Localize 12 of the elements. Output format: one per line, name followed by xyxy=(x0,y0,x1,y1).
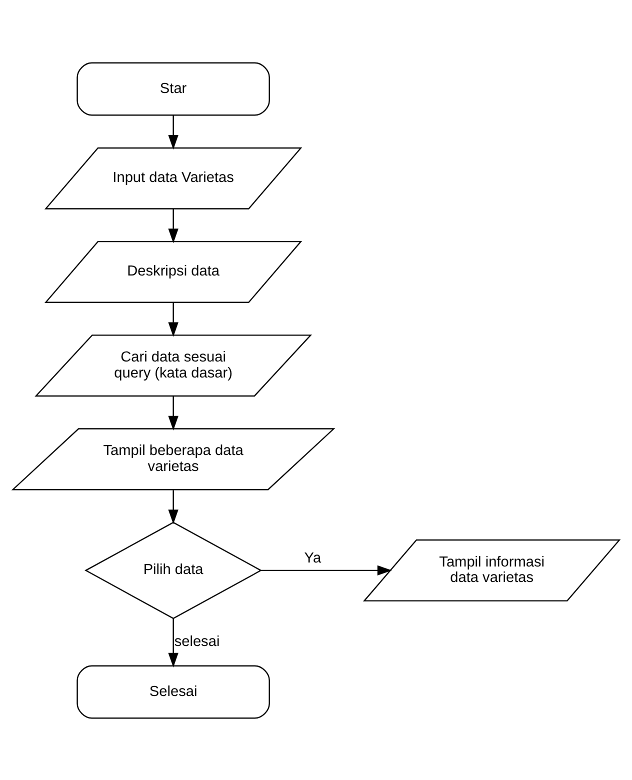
arrow xyxy=(168,302,178,336)
node-diamond: Pilih data xyxy=(84,521,262,619)
arrow xyxy=(168,208,178,243)
arrow xyxy=(261,564,392,576)
arrow xyxy=(168,396,178,430)
arrow xyxy=(168,618,178,667)
edge-label: selesai xyxy=(174,633,220,650)
edge-label: Ya xyxy=(304,550,322,566)
node-box: Star xyxy=(76,62,270,116)
arrow xyxy=(168,490,178,524)
arrow xyxy=(168,114,178,150)
node-box: Selesai xyxy=(76,664,270,718)
